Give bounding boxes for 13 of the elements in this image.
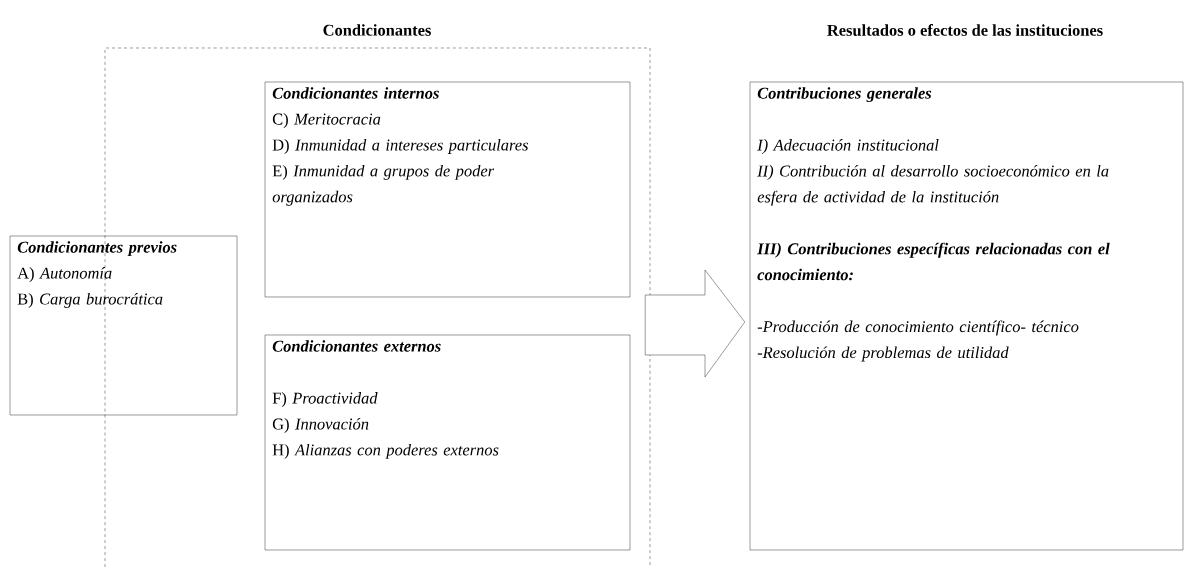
node-label: -Producción de conocimiento científico- técnico (757, 320, 1079, 336)
heading: Resultados o efectos de las instituciones (827, 24, 1103, 36)
node-label: Contribuciones generales (757, 87, 932, 103)
text-box: Condicionantes internos C) Meritocracia D) Inmunidad a intereses particulares E) Inmunidad a grupos de poder organizados (264, 81, 631, 298)
text-box: Condicionantes previos A) Autonomía B) Carga burocrática (9, 235, 238, 416)
text-box: Condicionantes externos F) Proactividad G) Innovación H) Alianzas con poderes externos (264, 334, 631, 551)
block-arrow (645, 269, 745, 378)
node-label: III) Contribuciones específicas relacionadas con el conocimiento: (757, 242, 1110, 281)
heading: Condicionantes (323, 24, 431, 36)
node-label: -Resolución de problemas de utilidad (757, 346, 1009, 362)
text-box: Contribuciones generales I) Adecuación institucional II) Contribución al desarrollo socioeconómico en la esfera de actividad de la institución III) Contribuciones específicas relacionadas con el conocimiento: -Producción de conocimiento científico- técnico -Resolución de problemas de utilidad (749, 81, 1184, 551)
node-label: I) Adecuación institucional (757, 139, 939, 154)
node-label: II) Contribución al desarrollo socioeconómico en la esfera de actividad de la institución (757, 164, 1109, 206)
